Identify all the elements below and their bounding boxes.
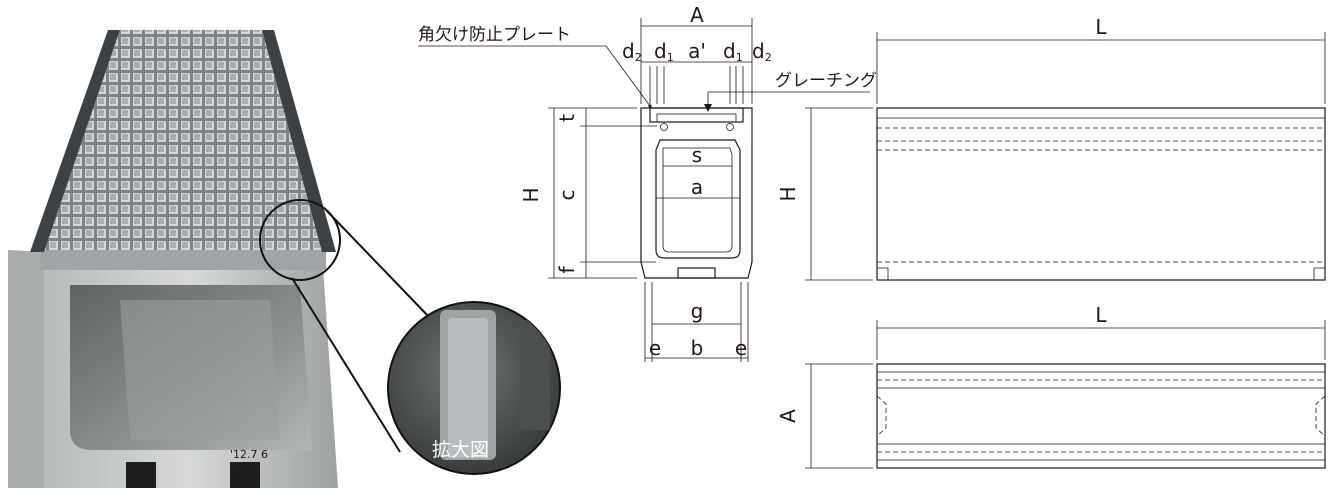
section-base-notch	[677, 267, 716, 279]
label-b: b	[691, 336, 704, 360]
magnify-leader-top	[325, 209, 431, 319]
label-L-side: L	[1095, 15, 1107, 39]
section-bolt-right	[726, 123, 734, 131]
leader-grating-arrow	[704, 104, 712, 112]
label-c: c	[555, 190, 579, 201]
side-notch-right	[1313, 267, 1325, 280]
magnify-leader-bottom	[291, 277, 401, 453]
photo-stamp-date: '12.7 6	[230, 448, 268, 461]
channel-floor	[120, 300, 280, 440]
label-A-top: A	[776, 409, 800, 423]
grating-surface	[44, 30, 322, 252]
label-e-left: e	[649, 336, 661, 360]
leader-grating	[707, 91, 870, 110]
top-view-drawing: L A	[776, 303, 1326, 469]
label-a-prime: a'	[688, 39, 706, 63]
label-d1-right: d1	[723, 39, 743, 64]
magnify-ring	[259, 199, 341, 281]
callout-grating: グレーチング	[775, 71, 877, 91]
grating-front-bar	[40, 250, 326, 270]
label-f: f	[555, 266, 579, 274]
label-d2-right: d2	[752, 39, 772, 64]
side-notch-left	[877, 267, 889, 280]
label-d1-left: d1	[654, 39, 674, 64]
label-H: H	[519, 187, 543, 202]
label-A: A	[690, 3, 704, 27]
label-L-top: L	[1095, 303, 1107, 327]
zoom-label: 拡大図	[432, 439, 489, 461]
edge-plate-left	[30, 30, 120, 252]
label-d2-left: d2	[622, 39, 642, 64]
label-t: t	[555, 114, 579, 122]
edge-plate-right	[262, 30, 336, 252]
side-view-body	[876, 107, 1326, 281]
section-inner-wall	[662, 147, 733, 253]
photo-stamp-logo: 阿部	[232, 468, 260, 484]
callout-edge-plate: 角欠け防止プレート	[418, 25, 571, 45]
zoom-inset: 拡大図	[387, 301, 561, 475]
label-g: g	[691, 299, 704, 323]
label-H-side: H	[776, 186, 800, 201]
cross-section-drawing: A d2 d1 a' d1 d2 角欠け防止プレート グレーチング H t c …	[418, 3, 877, 362]
section-grating	[656, 113, 737, 123]
side-view-drawing: L H	[776, 15, 1326, 281]
label-a: a	[691, 175, 703, 199]
top-end-hidden-left	[876, 395, 887, 437]
section-channel	[655, 139, 741, 259]
label-s: s	[692, 143, 702, 167]
leader-edge-plate-tip	[648, 104, 652, 108]
section-grating-seat	[649, 107, 744, 123]
foot-left	[126, 462, 156, 488]
body-left-face	[8, 250, 44, 488]
top-view-body	[876, 363, 1326, 469]
label-e-right: e	[735, 336, 747, 360]
section-bolt-left	[660, 123, 668, 131]
top-end-hidden-right	[1315, 395, 1326, 437]
foot-right	[230, 462, 260, 488]
leader-edge-plate	[418, 45, 651, 107]
product-photo: '12.7 6 阿部 拡大図	[8, 30, 561, 488]
